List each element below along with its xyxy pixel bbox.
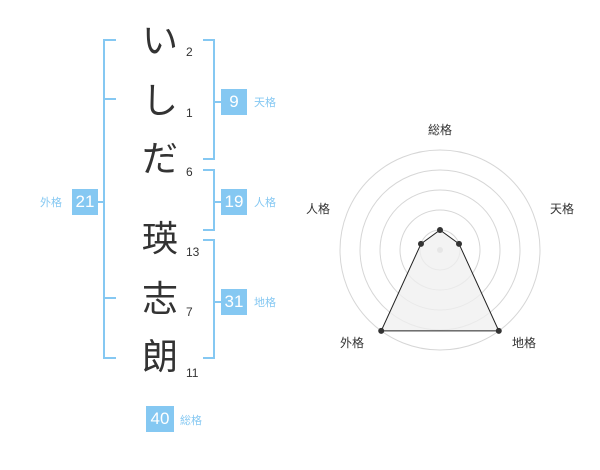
jinkaku-label: 人格 — [254, 196, 276, 209]
stroke-count-6: 11 — [186, 366, 199, 380]
name-char-1: い — [141, 21, 178, 62]
gaikaku-label: 外格 — [40, 196, 62, 209]
radar-point-4 — [417, 240, 424, 247]
radar-label-tenkaku: 天格 — [549, 202, 575, 216]
name-char-6: 朗 — [141, 337, 178, 378]
stroke-count-3: 6 — [186, 165, 193, 179]
radar-point-2 — [495, 327, 502, 334]
radar-label-soukaku: 総格 — [427, 123, 453, 137]
chikaku-value: 31 — [221, 289, 247, 315]
tenkaku-value: 9 — [221, 89, 247, 115]
jinkaku-value: 19 — [221, 189, 247, 215]
stroke-count-4: 13 — [186, 245, 200, 259]
stroke-count-5: 7 — [186, 305, 193, 319]
name-char-2: し — [141, 81, 178, 122]
radar-point-1 — [456, 240, 463, 247]
soukaku-value: 40 — [146, 406, 174, 432]
radar-point-0 — [437, 227, 443, 233]
stroke-count-1: 2 — [186, 45, 193, 59]
gaikaku-value: 21 — [72, 189, 98, 215]
name-char-3: だ — [141, 139, 178, 180]
radar-label-gaikaku: 外格 — [339, 336, 365, 350]
name-char-5: 志 — [141, 279, 178, 320]
radar-label-jinkaku: 人格 — [305, 202, 331, 216]
radar-point-3 — [378, 327, 385, 334]
radar-label-chikaku: 地格 — [511, 336, 537, 350]
name-char-4: 瑛 — [141, 219, 178, 260]
radar-polygon — [380, 229, 500, 332]
radar-ring-5 — [339, 149, 541, 351]
stroke-count-2: 1 — [186, 106, 193, 120]
chikaku-label: 地格 — [254, 296, 276, 309]
tenkaku-label: 天格 — [254, 96, 276, 109]
soukaku-label: 総格 — [180, 414, 202, 427]
